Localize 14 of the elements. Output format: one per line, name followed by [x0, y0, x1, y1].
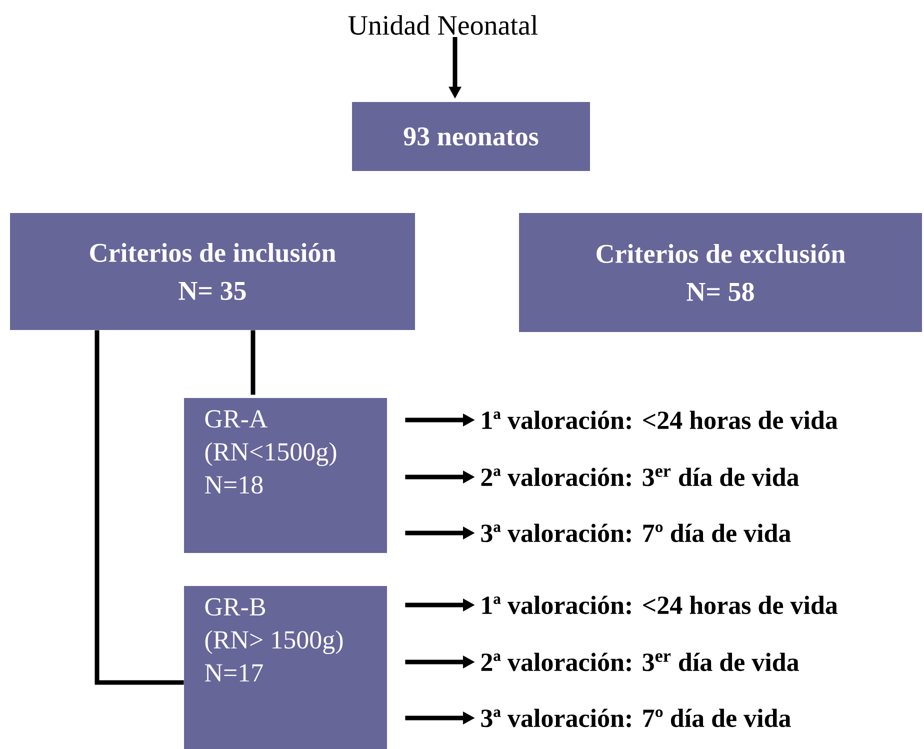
assessment-text: 1ª valoración: <24 horas de vida — [482, 410, 838, 430]
title-text: Unidad Neonatal — [348, 15, 538, 35]
assessment-text: 2ª valoración: 3$^{er}$ día de vida — [481, 468, 799, 486]
assessment-text: 3ª valoración: 7º día de vida — [481, 524, 791, 542]
assessment-text: 1ª valoración: <24 horas de vida — [482, 596, 838, 614]
process-box: Criterios de inclusión N= 35 — [10, 212, 415, 330]
group-box: GR-A (RN<1500g) N=18 — [184, 398, 387, 553]
group-box: GR-B (RN> 1500g) N=17 — [184, 586, 387, 749]
assessment-text: 2ª valoración: 3$^{er}$ día de vida — [481, 652, 799, 672]
process-box: Criterios de exclusión N= 58 — [519, 212, 922, 332]
assessment-text: 3ª valoración: 7º día de vida — [481, 708, 791, 728]
connector-line — [94, 330, 184, 685]
connector-line — [250, 330, 256, 395]
process-box: 93 neonatos — [352, 102, 590, 171]
